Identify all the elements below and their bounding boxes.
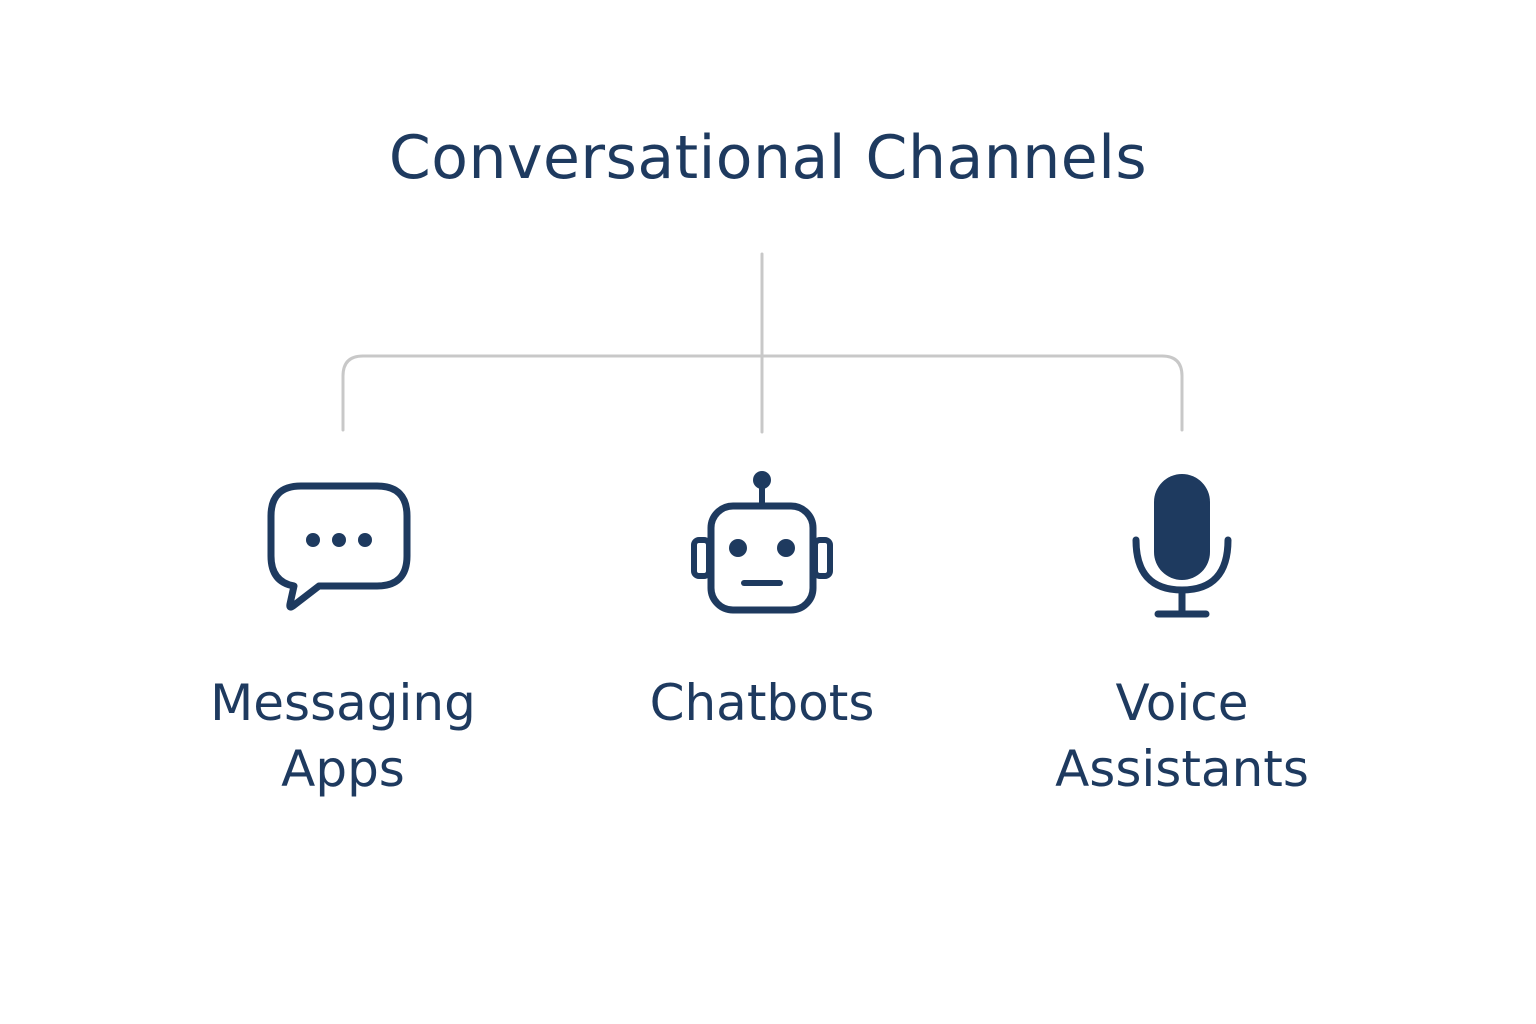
robot-icon bbox=[691, 471, 833, 614]
diagram-title: Conversational Channels bbox=[388, 123, 1148, 193]
node-chatbots: Chatbots bbox=[552, 470, 972, 736]
microphone-icon bbox=[1132, 474, 1232, 618]
chat-bubble-icon bbox=[267, 482, 411, 611]
node-label-messaging-apps: Messaging Apps bbox=[210, 674, 476, 798]
connector-branch bbox=[341, 354, 1184, 432]
node-label-voice-assistants: Voice Assistants bbox=[1055, 674, 1309, 798]
node-messaging-apps: Messaging Apps bbox=[133, 470, 553, 802]
node-label-chatbots: Chatbots bbox=[649, 674, 875, 732]
node-voice-assistants: Voice Assistants bbox=[972, 470, 1392, 802]
